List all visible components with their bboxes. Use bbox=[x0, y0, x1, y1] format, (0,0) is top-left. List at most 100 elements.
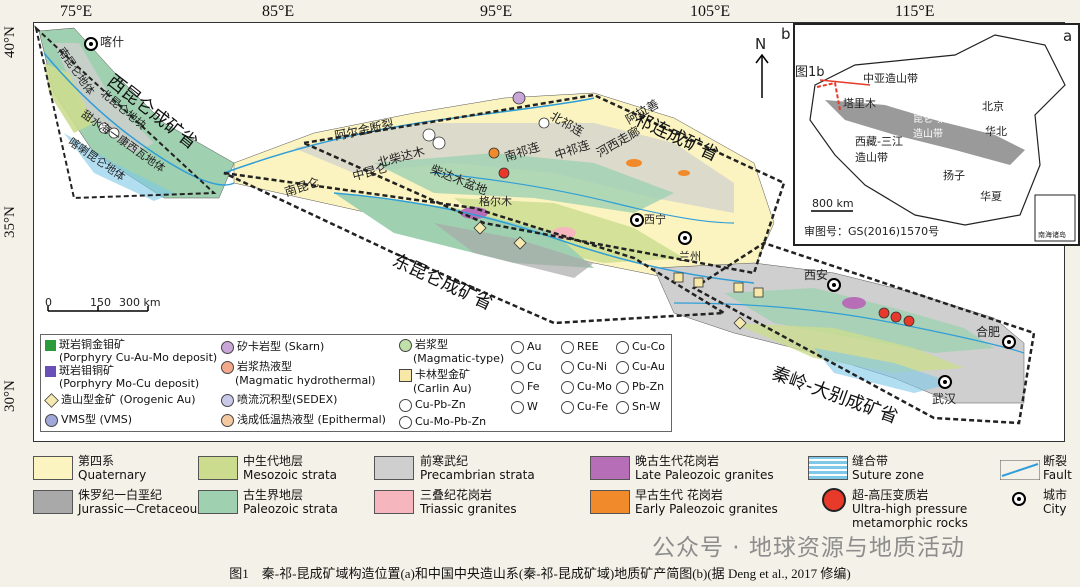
legend-triassic-cn: 三叠纪花岗岩 bbox=[420, 488, 493, 502]
legend-jurassic-cn: 侏罗纪一白垩纪 bbox=[78, 488, 163, 502]
inset-scale: 800 km bbox=[812, 197, 854, 210]
legend-el-fe: Fe bbox=[511, 380, 540, 394]
legend-porphyry-mo: 斑岩钼铜矿(Porphyry Mo-Cu deposit) bbox=[45, 364, 199, 390]
label-lanzhou: 兰州 bbox=[679, 250, 701, 263]
legend-el-ree: REE bbox=[561, 340, 599, 354]
legend-magmatic-sub: (Magmatic-type) bbox=[413, 351, 505, 365]
swatch-precambrian bbox=[374, 456, 414, 480]
lat-35: 35°N bbox=[2, 206, 18, 238]
legend-paleozoic-cn: 古生界地层 bbox=[243, 488, 304, 502]
legend-sedex: 喷流沉积型(SEDEX) bbox=[221, 393, 337, 407]
legend-el-au: Au bbox=[511, 340, 542, 354]
legend-late-paleozoic-cn: 晚古生代花岗岩 bbox=[635, 454, 720, 468]
lat-40: 40°N bbox=[2, 26, 18, 58]
legend-el-ree-label: REE bbox=[577, 340, 599, 353]
city-xian-icon bbox=[827, 278, 841, 292]
lat-30: 30°N bbox=[2, 380, 18, 412]
legend-skarn-label: 矽卡岩型 (Skarn) bbox=[237, 340, 325, 353]
city-kashi-icon bbox=[84, 37, 98, 51]
sn-w-icon bbox=[616, 400, 629, 414]
label-wuhan: 武汉 bbox=[932, 392, 957, 406]
swatch-suture bbox=[808, 456, 848, 480]
legend-early-paleozoic-en: Early Paleozoic granites bbox=[635, 502, 778, 516]
swatch-paleozoic bbox=[198, 490, 238, 514]
legend-el-cuco-label: Cu-Co bbox=[632, 340, 666, 353]
w-icon bbox=[511, 400, 524, 414]
legend-el-cufe: Cu-Fe bbox=[561, 400, 608, 414]
north-label: N bbox=[755, 35, 767, 53]
watermark: 公众号 · 地球资源与地质活动 bbox=[652, 535, 965, 561]
legend-orogenic-label: 造山型金矿 (Orogenic Au) bbox=[61, 393, 196, 406]
map-drawing bbox=[34, 25, 1036, 425]
legend-quaternary-cn: 第四系 bbox=[78, 454, 115, 468]
inset-shentu: 审图号：GS(2016)1570号 bbox=[804, 225, 940, 238]
legend-precambrian-en: Precambrian strata bbox=[420, 468, 535, 482]
diamond-icon bbox=[44, 392, 59, 408]
legend-porphyry-mo-sub: (Porphyry Mo-Cu deposit) bbox=[59, 377, 200, 390]
legend-sedex-label: 喷流沉积型(SEDEX) bbox=[237, 393, 338, 406]
lon-105: 105°E bbox=[690, 3, 731, 20]
legend-suture-en: Suture zone bbox=[852, 468, 925, 482]
inset-xizang: 西藏-三江 造山带 bbox=[855, 135, 903, 164]
legend-porphyry-cu-label: 斑岩铜金钼矿 bbox=[59, 338, 125, 351]
inset-zhongya: 中亚造山带 bbox=[863, 72, 918, 85]
legend-porphyry-cu: 斑岩铜金钼矿(Porphyry Cu-Au-Mo deposit) bbox=[45, 338, 217, 364]
legend-jurassic-en: Jurassic—Cretaceous bbox=[78, 502, 204, 516]
label-golmud: 格尔木 bbox=[479, 195, 512, 208]
legend-uhp-en: Ultra-high pressure metamorphic rocks bbox=[852, 502, 968, 530]
legend-carlin: 卡林型金矿(Carlin Au) bbox=[399, 368, 472, 395]
legend-el-cuau-label: Cu-Au bbox=[632, 360, 665, 373]
legend-magmatic-label: 岩浆型 bbox=[415, 338, 448, 351]
swatch-late-paleozoic bbox=[590, 456, 630, 480]
swatch-mesozoic bbox=[198, 456, 238, 480]
legend-el-cumopbzn: Cu-Mo-Pb-Zn bbox=[399, 415, 486, 429]
legend-el-snw-label: Sn-W bbox=[632, 400, 661, 413]
legend-magmatic: 岩浆型(Magmatic-type) bbox=[399, 338, 504, 365]
epithermal-icon bbox=[221, 413, 234, 427]
deposit-legend: 斑岩铜金钼矿(Porphyry Cu-Au-Mo deposit) 斑岩钼铜矿(… bbox=[40, 334, 672, 432]
legend-late-paleozoic-en: Late Paleozoic granites bbox=[635, 468, 774, 482]
pb-zn-icon bbox=[616, 380, 629, 394]
cu-mo-icon bbox=[561, 380, 574, 394]
legend-el-pbzn: Pb-Zn bbox=[616, 380, 664, 394]
panel-a-label: a bbox=[1063, 27, 1073, 45]
legend-el-cu: Cu bbox=[511, 360, 542, 374]
legend-vms-label: VMS型 (VMS) bbox=[61, 413, 133, 426]
lon-95: 95°E bbox=[480, 3, 513, 20]
label-xining: 西宁 bbox=[644, 213, 666, 226]
city-lanzhou-icon bbox=[678, 231, 692, 245]
cu-au-icon bbox=[616, 360, 629, 374]
lon-115: 115°E bbox=[895, 3, 935, 20]
city-legend-icon bbox=[1012, 492, 1026, 506]
inset-huaxia: 华夏 bbox=[980, 190, 1002, 203]
legend-el-snw: Sn-W bbox=[616, 400, 660, 414]
label-hefei: 合肥 bbox=[976, 325, 1001, 339]
inset-yangzi: 扬子 bbox=[943, 169, 965, 182]
legend-el-cuau: Cu-Au bbox=[616, 360, 665, 374]
cu-mo-pb-zn-icon bbox=[399, 415, 412, 429]
legend-mesozoic-cn: 中生代地层 bbox=[243, 454, 304, 468]
inset-drawing bbox=[809, 34, 1076, 242]
legend-fault-cn: 断裂 bbox=[1043, 454, 1068, 468]
scale-zero: 0 bbox=[45, 296, 52, 309]
legend-suture-cn: 缝合带 bbox=[852, 454, 889, 468]
legend-el-cuco: Cu-Co bbox=[616, 340, 665, 354]
panel-b-label: b bbox=[781, 25, 791, 43]
legend-carlin-sub: (Carlin Au) bbox=[413, 381, 472, 395]
legend-el-cuni: Cu-Ni bbox=[561, 360, 607, 374]
legend-porphyry-cu-sub: (Porphyry Cu-Au-Mo deposit) bbox=[59, 351, 218, 364]
sedex-icon bbox=[221, 393, 234, 407]
legend-el-cupbzn: Cu-Pb-Zn bbox=[399, 398, 466, 412]
ree-icon bbox=[561, 340, 574, 354]
legend-mesozoic-en: Mesozoic strata bbox=[243, 468, 338, 482]
legend-el-w: W bbox=[511, 400, 538, 414]
carlin-icon bbox=[399, 368, 412, 382]
legend-carlin-label: 卡林型金矿 bbox=[415, 368, 470, 381]
inset-beijing: 北京 bbox=[982, 100, 1004, 113]
